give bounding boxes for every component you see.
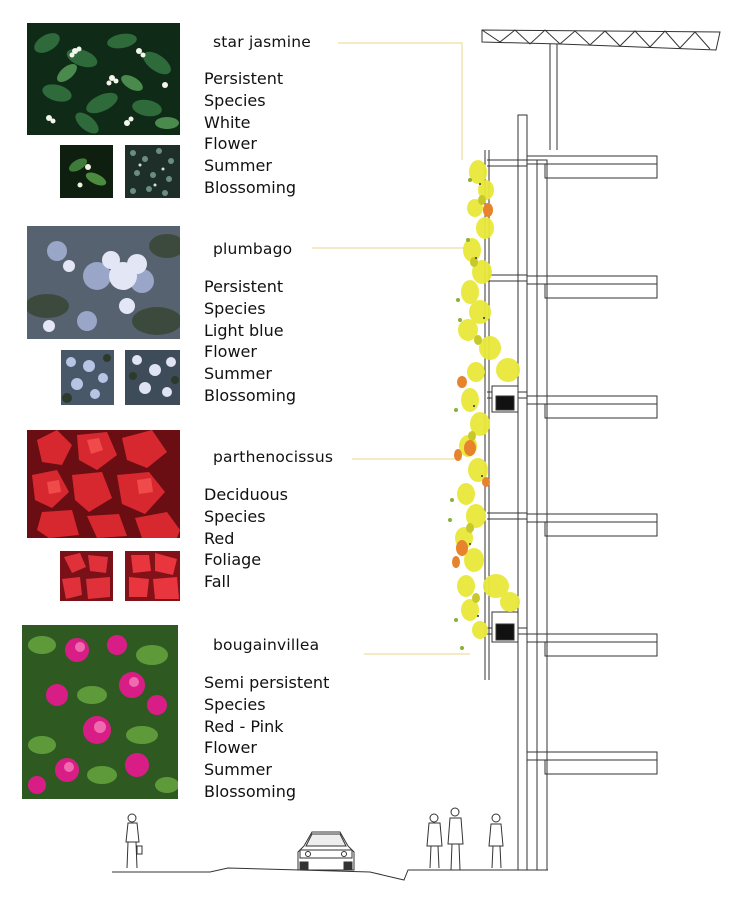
bougainvillea-photo xyxy=(22,625,178,799)
plumbago-photo xyxy=(27,226,180,339)
planter-boxes xyxy=(491,385,519,643)
attribute-item: Light blue xyxy=(204,320,284,340)
attribute-item: Flower xyxy=(204,342,257,362)
plumbago-attributes: Persistent Species Light blue Flower Sum… xyxy=(204,276,296,407)
attribute-item: Fall xyxy=(204,572,231,592)
attribute-item: Summer xyxy=(204,364,272,384)
attribute-item: Deciduous xyxy=(204,485,288,504)
attribute-item: Blossoming xyxy=(204,385,296,405)
attribute-item: Species xyxy=(204,90,266,110)
person-figure-group-2 xyxy=(447,807,464,871)
plumbago-detail-photo-1 xyxy=(61,350,114,405)
plant-name-star-jasmine: star jasmine xyxy=(213,33,311,51)
building-structure xyxy=(484,114,658,871)
star-jasmine-attributes: Persistent Species White Flower Summer B… xyxy=(204,68,296,199)
attribute-item: Foliage xyxy=(204,550,262,570)
climbing-vine xyxy=(448,160,520,650)
person-figure-left xyxy=(125,813,143,869)
person-figure-right xyxy=(488,813,504,869)
attribute-item: Species xyxy=(204,694,266,714)
attribute-item: Flower xyxy=(204,738,257,758)
plumbago-detail-photo-2 xyxy=(125,350,180,405)
star-jasmine-detail-photo-1 xyxy=(60,145,113,198)
attribute-item: Blossoming xyxy=(204,177,296,197)
leader-lines xyxy=(312,42,470,655)
attribute-item: White xyxy=(204,112,251,132)
parthenocissus-photo xyxy=(27,430,180,538)
parthenocissus-detail-photo-1 xyxy=(60,551,113,601)
ground-line xyxy=(112,867,548,881)
roof-truss xyxy=(481,29,721,150)
attribute-item: Summer xyxy=(204,156,272,176)
attribute-item: Species xyxy=(204,506,266,526)
attribute-item: Persistent xyxy=(204,277,284,296)
attribute-item: Persistent xyxy=(204,69,284,88)
bougainvillea-attributes: Semi persistent Species Red - Pink Flowe… xyxy=(204,672,329,803)
attribute-item: Semi persistent xyxy=(204,673,330,692)
parthenocissus-detail-photo-2 xyxy=(125,551,180,601)
plant-name-plumbago: plumbago xyxy=(213,240,293,258)
plant-name-parthenocissus: parthenocissus xyxy=(213,448,334,466)
attribute-item: Summer xyxy=(204,760,272,780)
attribute-item: Flower xyxy=(204,134,257,154)
parthenocissus-attributes: Deciduous Species Red Foliage Fall xyxy=(204,484,288,593)
attribute-item: Red - Pink xyxy=(204,716,284,736)
car-figure xyxy=(297,831,355,871)
attribute-item: Blossoming xyxy=(204,781,296,801)
attribute-item: Red xyxy=(204,528,235,548)
plant-name-bougainvillea: bougainvillea xyxy=(213,636,320,654)
star-jasmine-photo xyxy=(27,23,180,135)
attribute-item: Species xyxy=(204,298,266,318)
star-jasmine-detail-photo-2 xyxy=(125,145,180,198)
person-figure-group-1 xyxy=(426,813,443,869)
